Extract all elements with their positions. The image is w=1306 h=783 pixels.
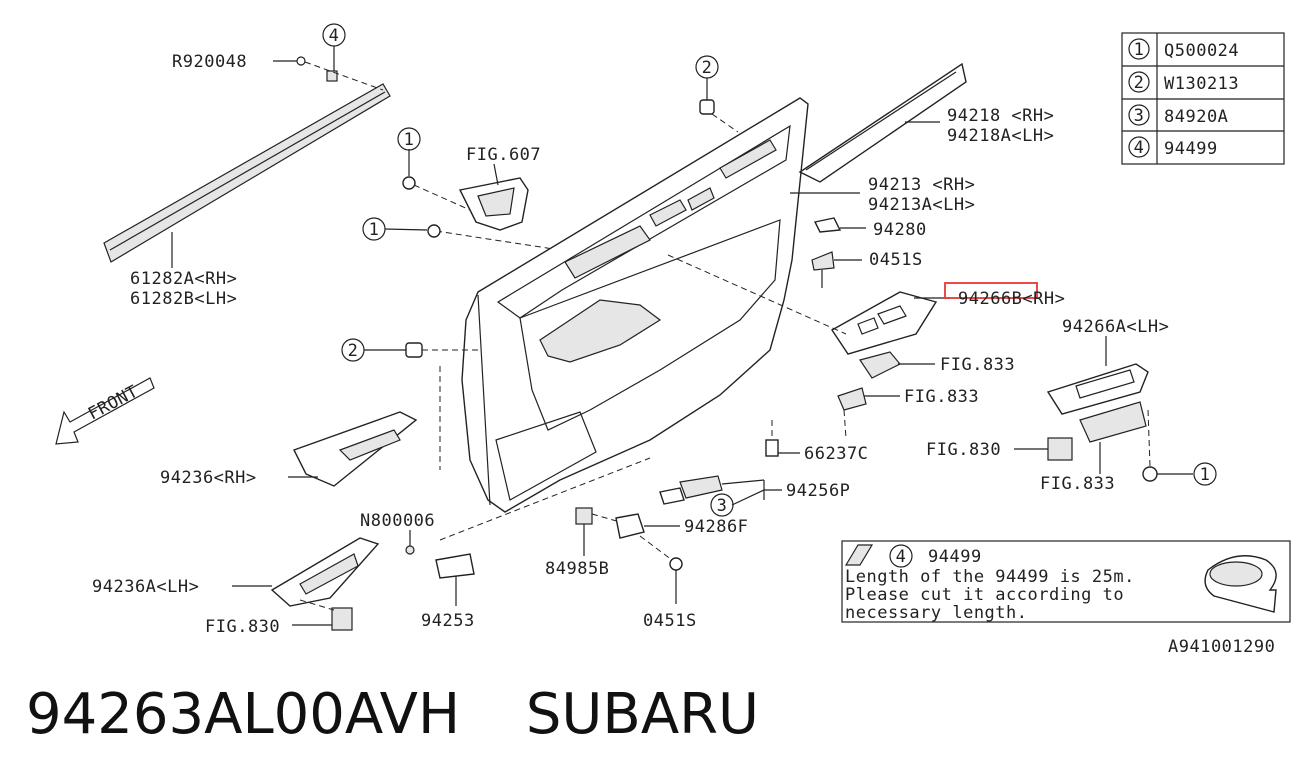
- clip-84985b: [575, 507, 621, 556]
- clip-top: [699, 78, 739, 133]
- clip-94256p: [659, 475, 782, 506]
- legend-num-3: 3: [1134, 106, 1145, 126]
- label-fig607: FIG.607: [466, 145, 541, 165]
- label-n800006: N800006: [360, 511, 435, 531]
- highlight-box-94266b: [944, 282, 1038, 299]
- label-fig830-right: FIG.830: [926, 440, 1001, 460]
- switch-fig833-b: [837, 387, 900, 439]
- screw-left-lower: [384, 224, 441, 238]
- inner-handle-bracket: [413, 163, 561, 251]
- label-94280: 94280: [873, 220, 927, 240]
- note-callout-num: 4: [896, 547, 907, 567]
- label-front: FRONT: [85, 382, 142, 425]
- weatherstrip-61282: [103, 83, 391, 268]
- callout-4-top-num: 4: [329, 26, 340, 46]
- clip-n800006: [405, 530, 415, 555]
- front-arrow: [55, 377, 155, 445]
- note-line-2: Please cut it according to: [845, 585, 1124, 605]
- door-trim-panel: [461, 97, 809, 513]
- label-94256p: 94256P: [786, 481, 850, 501]
- label-0451s-bottom: 0451S: [643, 611, 697, 631]
- screw-right-lower: [1142, 409, 1193, 482]
- garnish-94218: [798, 62, 967, 183]
- label-fig833-c: FIG.833: [1040, 474, 1115, 494]
- pad-94253: [435, 457, 651, 606]
- label-94236rh: 94236<RH>: [160, 468, 257, 488]
- legend-num-2: 2: [1134, 73, 1145, 93]
- label-94218a: 94218A<LH>: [947, 126, 1054, 146]
- callout-1-lower: [362, 217, 386, 241]
- label-66237c: 66237C: [804, 444, 868, 464]
- callout-2-left-num: 2: [348, 341, 359, 361]
- callout-2-top: [695, 55, 719, 79]
- screw-0451s-top: [811, 251, 862, 288]
- armrest-cover-94236a: [232, 537, 380, 607]
- switch-fig830-right: [1014, 437, 1073, 461]
- label-94253: 94253: [421, 611, 475, 631]
- label-94218: 94218 <RH>: [947, 106, 1054, 126]
- label-94213a: 94213A<LH>: [868, 195, 975, 215]
- label-61282a: 61282A<RH>: [130, 269, 237, 289]
- callout-3-num: 3: [717, 496, 728, 516]
- window-switch-94266b: [667, 254, 950, 355]
- label-94266b: 94266B<RH>: [958, 289, 1065, 309]
- legend-num-1: 1: [1134, 40, 1145, 60]
- label-fig830-left: FIG.830: [205, 617, 280, 637]
- clip-left: [364, 342, 478, 358]
- legend-num-4: 4: [1134, 138, 1145, 158]
- note-box: [841, 540, 1291, 623]
- note-callout-4: [889, 544, 913, 568]
- callout-1-upper-num: 1: [404, 130, 415, 150]
- label-94266a: 94266A<LH>: [1062, 317, 1169, 337]
- label-94236a: 94236A<LH>: [92, 577, 199, 597]
- legend-part-3: 84920A: [1164, 107, 1228, 127]
- legend-part-4: 94499: [1164, 139, 1218, 159]
- footer-title: 94263AL00AVH SUBARU: [26, 682, 807, 747]
- legend-part-2: W130213: [1164, 74, 1239, 94]
- switch-fig833-a: [859, 351, 935, 379]
- diagram-code: A941001290: [1168, 637, 1275, 657]
- callout-4-top: [322, 23, 346, 47]
- callout-1-lower-num: 1: [369, 220, 380, 240]
- callout-legend-table: 1 2 3 4 Q500024 W130213 84920A 94499: [1121, 32, 1285, 165]
- screw-left-upper: [402, 149, 416, 190]
- connector-66237c: [765, 420, 800, 457]
- pad-94280: [813, 217, 866, 233]
- label-r920048: R920048: [172, 52, 247, 72]
- label-84985b: 84985B: [545, 559, 609, 579]
- switch-fig833-c: [1079, 401, 1147, 474]
- legend-part-1: Q500024: [1164, 41, 1239, 61]
- screw-0451s-bottom: [669, 557, 683, 604]
- callout-3: [710, 493, 734, 517]
- diagram-canvas: 1 2 3 4 Q500024 W130213 84920A 94499 612…: [55, 23, 1291, 657]
- label-94286f: 94286F: [684, 517, 748, 537]
- label-fig833-a: FIG.833: [940, 355, 1015, 375]
- callout-1-upper: [397, 127, 421, 151]
- label-61282b: 61282B<LH>: [130, 289, 237, 309]
- switch-fig830-left: [292, 599, 353, 631]
- note-part: 94499: [928, 547, 982, 567]
- clip-r920048: [273, 46, 384, 91]
- footer-part-number: 94263AL00AVH: [26, 682, 461, 747]
- window-switch-94266a: [1046, 336, 1149, 415]
- note-line-3: necessary length.: [845, 603, 1028, 623]
- callout-2-top-num: 2: [702, 58, 713, 78]
- callout-1-right: [1193, 462, 1217, 486]
- label-0451s-top: 0451S: [869, 250, 923, 270]
- bracket-94286f: [615, 513, 680, 561]
- callout-2-left: [341, 338, 365, 362]
- note-line-1: Length of the 94499 is 25m.: [845, 567, 1135, 587]
- label-fig833-b: FIG.833: [904, 387, 979, 407]
- footer-brand: SUBARU: [525, 682, 760, 747]
- armrest-cover-94236: [288, 366, 441, 487]
- label-94213: 94213 <RH>: [868, 175, 975, 195]
- callout-1-right-num: 1: [1200, 465, 1211, 485]
